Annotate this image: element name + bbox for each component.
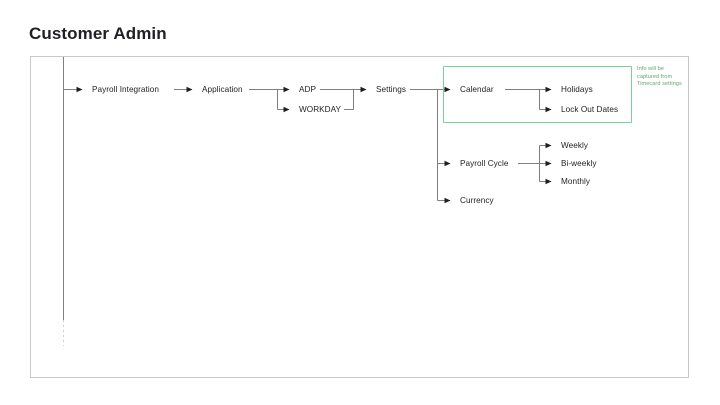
annotation-line-2: captured from [637, 73, 673, 80]
node-adp[interactable]: ADP [299, 84, 316, 94]
node-application[interactable]: Application [202, 84, 243, 94]
node-settings[interactable]: Settings [376, 84, 406, 94]
annotation-line-1: Info will be [637, 66, 665, 72]
node-calendar[interactable]: Calendar [460, 84, 494, 94]
node-holidays[interactable]: Holidays [561, 84, 593, 94]
node-lock-out-dates[interactable]: Lock Out Dates [561, 104, 619, 114]
node-bi-weekly[interactable]: Bi-weekly [561, 158, 597, 168]
annotation-note: Info will be captured from Timecard sett… [637, 66, 693, 89]
page-title: Customer Admin [29, 24, 167, 43]
calendar-group-highlight [443, 66, 632, 123]
node-weekly[interactable]: Weekly [561, 140, 588, 150]
node-monthly[interactable]: Monthly [561, 176, 591, 186]
node-currency[interactable]: Currency [460, 195, 494, 205]
diagram-frame [30, 56, 689, 378]
node-payroll-integration[interactable]: Payroll Integration [92, 84, 159, 94]
annotation-line-3: Timecard settings [637, 81, 682, 88]
node-workday[interactable]: WORKDAY [299, 104, 342, 114]
node-payroll-cycle[interactable]: Payroll Cycle [460, 158, 509, 168]
